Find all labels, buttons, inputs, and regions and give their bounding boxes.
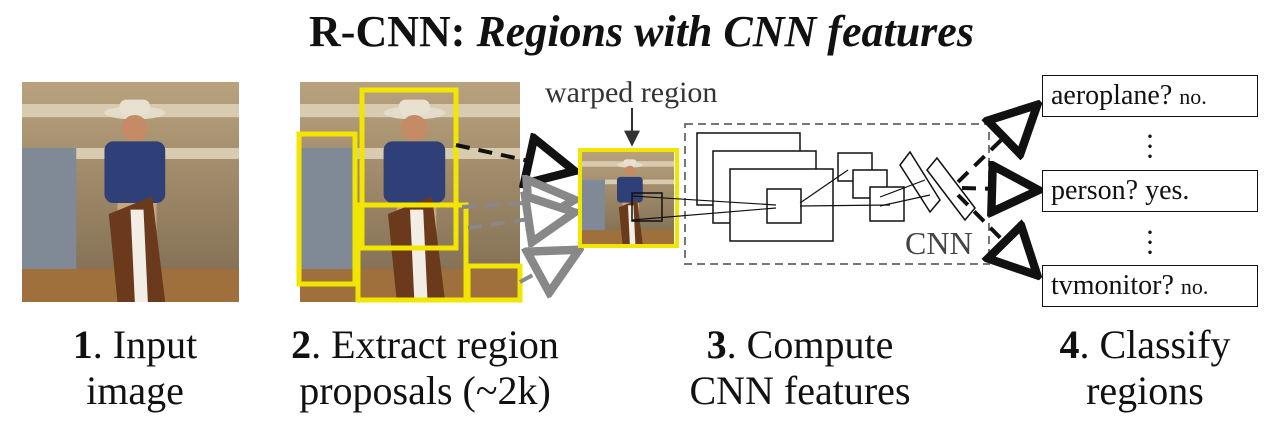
class-answer: no.	[1180, 274, 1209, 299]
stage-line1: . Extract region	[311, 322, 559, 367]
class-label: person?	[1051, 175, 1139, 206]
arrow-to-person	[961, 188, 1034, 190]
stage-number: 2	[291, 322, 312, 367]
title-bold: R-CNN:	[309, 7, 466, 56]
conv-layers	[696, 132, 976, 242]
vertical-ellipsis-icon: ···	[1145, 120, 1155, 173]
conv-connections	[631, 169, 931, 222]
class-label: tvmonitor?	[1051, 270, 1174, 301]
arrow-proposal-small	[519, 252, 575, 282]
stage-line2: regions	[1086, 368, 1204, 413]
class-box-aeroplane: aeroplane? no.	[1042, 75, 1258, 117]
stage-line1: . Input	[92, 322, 198, 367]
stage-line2: proposals (~2k)	[299, 368, 551, 413]
cnn-label: CNN	[905, 225, 973, 261]
class-answer: no.	[1179, 84, 1207, 109]
diagram-title: R-CNN: Regions with CNN features	[0, 6, 1283, 57]
stage-line2: CNN features	[689, 368, 911, 413]
arrow-to-aeroplane	[956, 108, 1034, 184]
arrow-proposal-person	[455, 145, 570, 170]
input-image	[22, 82, 239, 302]
warped-region-label: warped region	[545, 76, 718, 109]
class-box-tvmonitor: tvmonitor? no.	[1042, 265, 1258, 307]
stage-2-caption: 2. Extract region proposals (~2k)	[250, 322, 600, 414]
region-proposals	[296, 87, 523, 303]
stage-1-caption: 1. Input image	[30, 322, 240, 414]
stage-line1: . Compute	[726, 322, 894, 367]
stage-3-caption: 3. Compute CNN features	[640, 322, 960, 414]
stage-4-caption: 4. Classify regions	[1010, 322, 1280, 414]
proposal-box-person	[359, 87, 459, 251]
stage-number: 4	[1059, 322, 1080, 367]
proposal-box-fence	[296, 131, 358, 287]
arrow-to-tvmonitor	[956, 193, 1034, 272]
class-box-person: person? yes.	[1042, 170, 1258, 212]
arrow-proposal-horse	[467, 213, 570, 228]
proposal-box-small	[465, 263, 523, 303]
stage-line1: . Classify	[1079, 322, 1231, 367]
title-italic: Regions with CNN features	[476, 7, 974, 56]
stage-number: 3	[706, 322, 727, 367]
vertical-ellipsis-icon: ···	[1145, 216, 1155, 269]
stage-number: 1	[72, 322, 93, 367]
stage-line2: image	[86, 368, 184, 413]
class-label: aeroplane?	[1051, 80, 1173, 111]
arrow-proposal-fence	[461, 200, 570, 207]
class-answer: yes.	[1145, 175, 1190, 206]
proposal-box-horse	[355, 202, 469, 303]
proposal-image	[300, 82, 520, 302]
